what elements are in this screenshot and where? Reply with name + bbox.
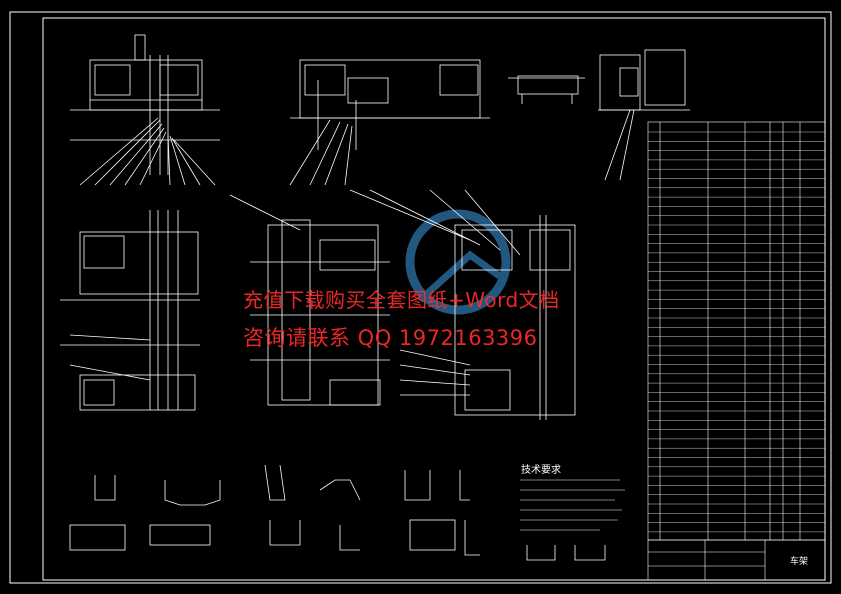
parts-list-rows	[648, 131, 825, 533]
view-top-right	[598, 49, 690, 181]
technical-requirements-lines	[520, 479, 625, 531]
parts-list-table	[647, 121, 826, 541]
section-details	[69, 464, 480, 556]
view-detail-small	[508, 75, 585, 104]
technical-requirements-title: 技术要求	[521, 465, 561, 476]
view-top-left	[70, 34, 220, 186]
view-middle-center	[229, 194, 390, 406]
technical-requirements-sketch	[526, 545, 606, 561]
watermark-line-1: 充值下载购买全套图纸+Word文档	[243, 288, 560, 312]
view-middle-right	[349, 189, 576, 420]
view-top-middle	[289, 59, 490, 186]
view-middle-left	[60, 210, 200, 411]
title-block-name: 车架	[790, 557, 809, 567]
title-block	[647, 539, 826, 581]
watermark-line-2: 咨询请联系 QQ 1972163396	[243, 326, 538, 350]
